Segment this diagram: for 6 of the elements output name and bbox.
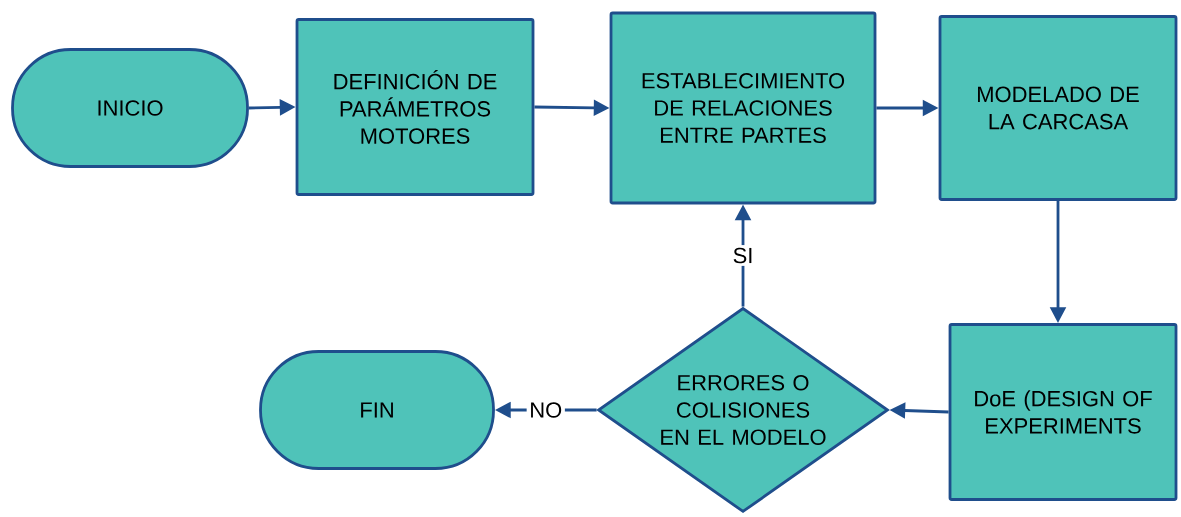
- process-box: ESTABLECIMIENTO DE RELACIONES ENTRE PARTES: [609, 11, 877, 205]
- edge-label: NO: [526, 399, 565, 421]
- edge-label: SI: [730, 245, 756, 266]
- process-box: DoE (DESIGN OF EXPERIMENTS: [948, 323, 1178, 501]
- process-box: DEFINICIÓN DE PARÁMETROS MOTORES: [295, 18, 535, 196]
- process-box: MODELADO DE LA CARCASA: [938, 15, 1178, 201]
